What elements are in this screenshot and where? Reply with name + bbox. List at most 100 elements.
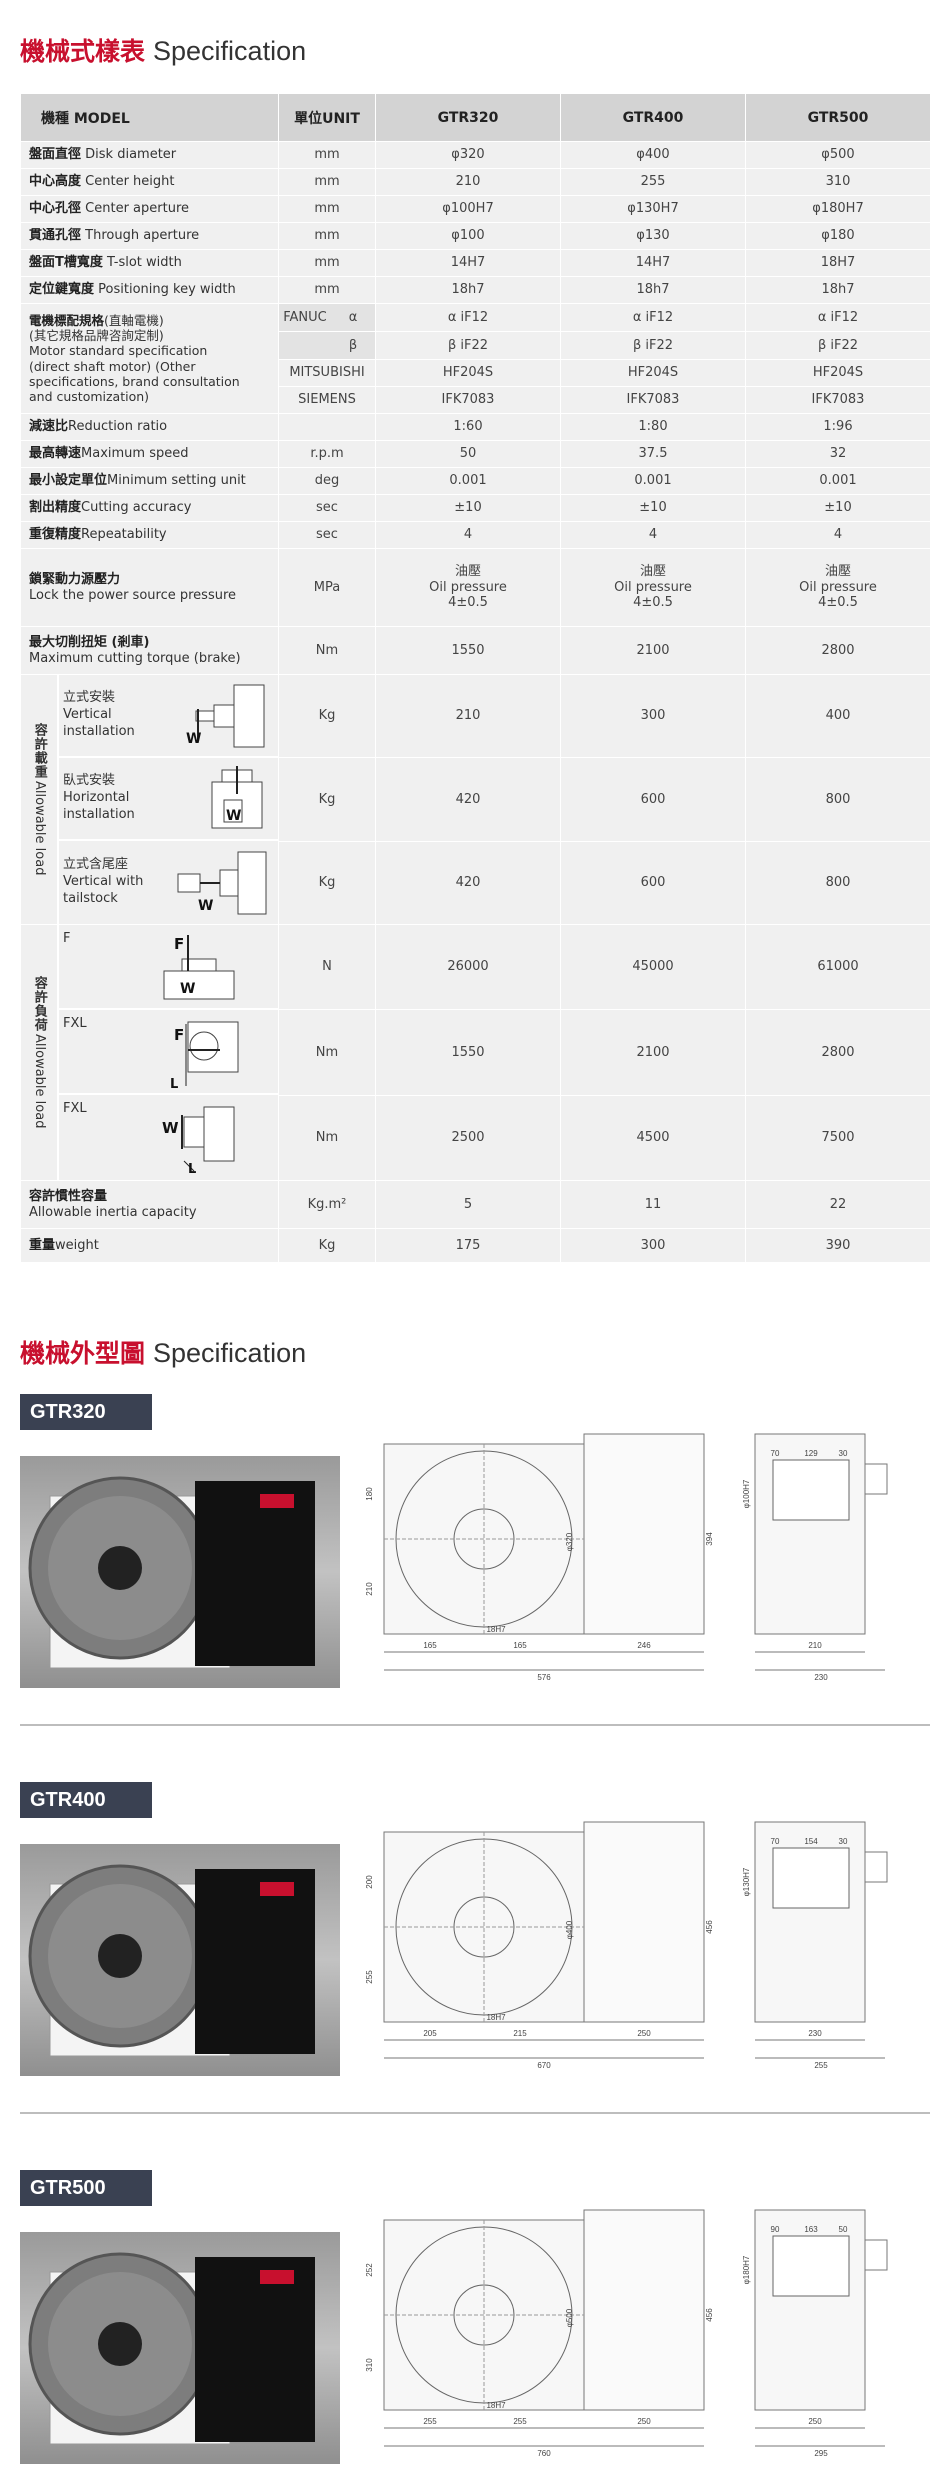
svg-text:760: 760 xyxy=(537,2449,551,2458)
svg-text:576: 576 xyxy=(537,1673,551,1682)
svg-text:255: 255 xyxy=(814,2061,828,2070)
force-fxl-side-icon: W L xyxy=(162,1106,235,1175)
spec-table: 機種 MODEL 單位UNIT GTR320 GTR400 GTR500 盤面直… xyxy=(20,93,931,1263)
svg-text:φ130H7: φ130H7 xyxy=(742,1867,751,1896)
svg-text:30: 30 xyxy=(839,1449,848,1458)
svg-text:205: 205 xyxy=(423,2029,437,2038)
svg-text:W: W xyxy=(186,731,201,747)
svg-text:255: 255 xyxy=(513,2417,527,2426)
load-group-label: 容許載重 Allowable load xyxy=(21,675,59,924)
svg-text:18H7: 18H7 xyxy=(486,2401,506,2410)
table-row-torque: 最大切削扭矩 (剎車)Maximum cutting torque (brake… xyxy=(20,626,931,675)
svg-text:250: 250 xyxy=(637,2029,651,2038)
svg-text:70: 70 xyxy=(771,1449,780,1458)
svg-text:246: 246 xyxy=(637,1641,651,1650)
svg-text:W: W xyxy=(226,808,241,824)
header-gtr500: GTR500 xyxy=(745,93,931,142)
svg-text:F: F xyxy=(174,935,184,953)
svg-text:18H7: 18H7 xyxy=(486,1625,506,1634)
svg-text:210: 210 xyxy=(808,1641,822,1650)
svg-text:F: F xyxy=(174,1026,184,1044)
svg-text:50: 50 xyxy=(839,2225,848,2234)
table-row-motor-fanuc-alpha: 電機標配規格(直軸電機) (其它規格品牌咨詢定制) Motor standard… xyxy=(20,303,931,414)
svg-text:W: W xyxy=(180,981,195,997)
spec-title-zh: 機械式樣表 xyxy=(20,37,146,66)
force-group-label: 容許負荷 Allowable load xyxy=(21,925,59,1180)
svg-text:165: 165 xyxy=(513,1641,527,1650)
svg-text:165: 165 xyxy=(423,1641,437,1650)
svg-text:200: 200 xyxy=(365,1875,374,1889)
svg-text:215: 215 xyxy=(513,2029,527,2038)
svg-text:230: 230 xyxy=(814,1673,828,1682)
spec-title-en: Specification xyxy=(153,36,307,66)
svg-text:W: W xyxy=(162,1119,179,1137)
force-f-icon: F W xyxy=(163,935,235,1000)
svg-text:18H7: 18H7 xyxy=(486,2013,506,2022)
svg-text:L: L xyxy=(188,1162,196,1175)
header-unit: 單位UNIT xyxy=(278,93,376,142)
outline-title-zh: 機械外型圖 xyxy=(20,1339,146,1368)
table-row-force-f: 容許負荷 Allowable load F F W xyxy=(20,923,931,1181)
section-divider xyxy=(20,2112,930,2114)
section-divider xyxy=(20,1724,930,1726)
svg-text:252: 252 xyxy=(365,2263,374,2277)
svg-text:70: 70 xyxy=(771,1837,780,1846)
force-fxl-icon: F L xyxy=(170,1021,239,1090)
svg-text:456: 456 xyxy=(705,1920,714,1934)
svg-text:90: 90 xyxy=(771,2225,780,2234)
svg-text:210: 210 xyxy=(365,1582,374,1596)
svg-text:30: 30 xyxy=(839,1837,848,1846)
model-tag: GTR320 xyxy=(20,1394,152,1430)
svg-text:456: 456 xyxy=(705,2308,714,2322)
svg-text:W: W xyxy=(198,898,213,914)
svg-text:φ180H7: φ180H7 xyxy=(742,2255,751,2284)
svg-text:φ320: φ320 xyxy=(565,1532,574,1551)
front-view-drawing: 180 210 165 165 246 576 18H7 φ320 394 xyxy=(365,1433,714,1682)
product-photo xyxy=(20,2232,340,2464)
svg-text:255: 255 xyxy=(423,2417,437,2426)
svg-text:154: 154 xyxy=(804,1837,818,1846)
tailstock-install-icon: W xyxy=(177,851,267,914)
svg-text:163: 163 xyxy=(804,2225,818,2234)
svg-text:180: 180 xyxy=(365,1487,374,1501)
svg-text:250: 250 xyxy=(637,2417,651,2426)
svg-text:L: L xyxy=(170,1077,178,1090)
svg-text:255: 255 xyxy=(365,1970,374,1984)
svg-text:394: 394 xyxy=(705,1532,714,1546)
svg-text:310: 310 xyxy=(365,2358,374,2372)
header-gtr320: GTR320 xyxy=(375,93,561,142)
header-model: 機種 MODEL xyxy=(20,93,279,142)
model-tag: GTR500 xyxy=(20,2170,152,2206)
table-header: 機種 MODEL 單位UNIT GTR320 GTR400 GTR500 xyxy=(20,93,931,142)
svg-text:295: 295 xyxy=(814,2449,828,2458)
vertical-install-icon: W xyxy=(186,684,265,747)
side-view-drawing: 70 154 30 230 255 φ130H7 xyxy=(742,1821,888,2070)
horizontal-install-icon: W xyxy=(211,765,263,828)
svg-text:230: 230 xyxy=(808,2029,822,2038)
svg-text:129: 129 xyxy=(804,1449,818,1458)
